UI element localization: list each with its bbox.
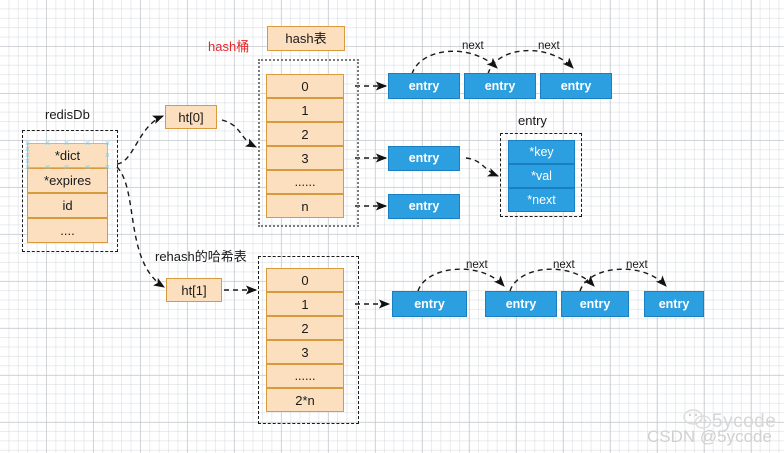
rehash-slot-ellipsis[interactable]: ...... [266, 364, 344, 388]
resize-handle-n3[interactable]: × [84, 138, 91, 148]
resize-handle-ne[interactable]: × [104, 138, 111, 148]
arrow-next-3 [417, 268, 505, 292]
arrow-next-4 [509, 268, 595, 292]
ht0-pointer-box[interactable]: ht[0] [165, 105, 217, 129]
entry-b3-1[interactable]: entry [388, 146, 460, 171]
rehash-slot-1[interactable]: 1 [266, 292, 344, 316]
arrow-next-5 [579, 268, 667, 292]
resize-handle-w2[interactable]: × [24, 144, 31, 154]
redisdb-field-more[interactable]: .... [27, 218, 108, 243]
next-label-3: next [466, 259, 488, 271]
arrow-next-1 [411, 50, 498, 75]
entry-rb1-4[interactable]: entry [644, 291, 704, 317]
entry-b0-2[interactable]: entry [464, 73, 536, 99]
arrow-ht0-to-hashtable [221, 119, 258, 148]
resize-handle-w3[interactable]: × [24, 156, 31, 166]
entry-field-next[interactable]: *next [508, 188, 575, 212]
rehash-table-label: rehash的哈希表 [155, 249, 247, 264]
entry-rb1-3[interactable]: entry [561, 291, 629, 317]
hash-slot-3[interactable]: 3 [266, 146, 344, 170]
resize-handle-w[interactable]: × [24, 150, 31, 160]
resize-handle-sw[interactable]: × [24, 162, 31, 172]
hash-bucket-label: hash桶 [208, 39, 250, 54]
next-label-5: next [626, 259, 648, 271]
arrow-dict-to-ht1 [116, 166, 165, 288]
ht1-pointer-box[interactable]: ht[1] [166, 278, 222, 302]
hash-slot-1[interactable]: 1 [266, 98, 344, 122]
redisdb-field-expires[interactable]: *expires [27, 168, 108, 193]
entry-bn-1[interactable]: entry [388, 194, 460, 219]
resize-handle-n2[interactable]: × [44, 138, 51, 148]
rehash-slot-2n[interactable]: 2*n [266, 388, 344, 412]
rehash-slot-0[interactable]: 0 [266, 268, 344, 292]
entry-rb1-2[interactable]: entry [485, 291, 557, 317]
resize-handle-s[interactable]: × [63, 162, 70, 172]
redisdb-field-id[interactable]: id [27, 193, 108, 218]
watermark-brand: 5ycode [712, 411, 777, 432]
rehash-table-group-border [258, 256, 359, 424]
hash-table-group-border [258, 59, 359, 227]
selection-outline [27, 143, 108, 168]
entry-struct-title: entry [518, 113, 547, 128]
rehash-slot-2[interactable]: 2 [266, 316, 344, 340]
arrow-dict-to-ht0 [116, 115, 165, 165]
entry-struct-group-border [500, 133, 582, 217]
rehash-slot-3[interactable]: 3 [266, 340, 344, 364]
hash-slot-2[interactable]: 2 [266, 122, 344, 146]
entry-b0-3[interactable]: entry [540, 73, 612, 99]
entry-field-val[interactable]: *val [508, 164, 575, 188]
resize-handle-nw[interactable]: × [24, 138, 31, 148]
resize-handle-e[interactable]: × [104, 150, 111, 160]
watermark-credit: CSDN @5ycode [647, 427, 772, 446]
next-label-1: next [462, 40, 484, 52]
hash-slot-0[interactable]: 0 [266, 74, 344, 98]
resize-handle-s2[interactable]: × [44, 162, 51, 172]
hash-slot-ellipsis[interactable]: ...... [266, 170, 344, 194]
hash-slot-n[interactable]: n [266, 194, 344, 218]
arrow-next-2 [487, 49, 574, 75]
next-label-2: next [538, 40, 560, 52]
arrow-entry-to-struct [465, 157, 500, 177]
resize-handle-se[interactable]: × [104, 162, 111, 172]
redisdb-group-border [22, 130, 118, 252]
resize-handle-n[interactable]: × [63, 138, 70, 148]
entry-rb1-1[interactable]: entry [392, 291, 467, 317]
entry-b0-1[interactable]: entry [388, 73, 460, 99]
wechat-icon [683, 409, 712, 429]
next-label-4: next [553, 259, 575, 271]
redisdb-title: redisDb [45, 107, 90, 122]
hash-table-title-box[interactable]: hash表 [267, 26, 345, 51]
resize-handle-s3[interactable]: × [84, 162, 91, 172]
entry-field-key[interactable]: *key [508, 140, 575, 164]
